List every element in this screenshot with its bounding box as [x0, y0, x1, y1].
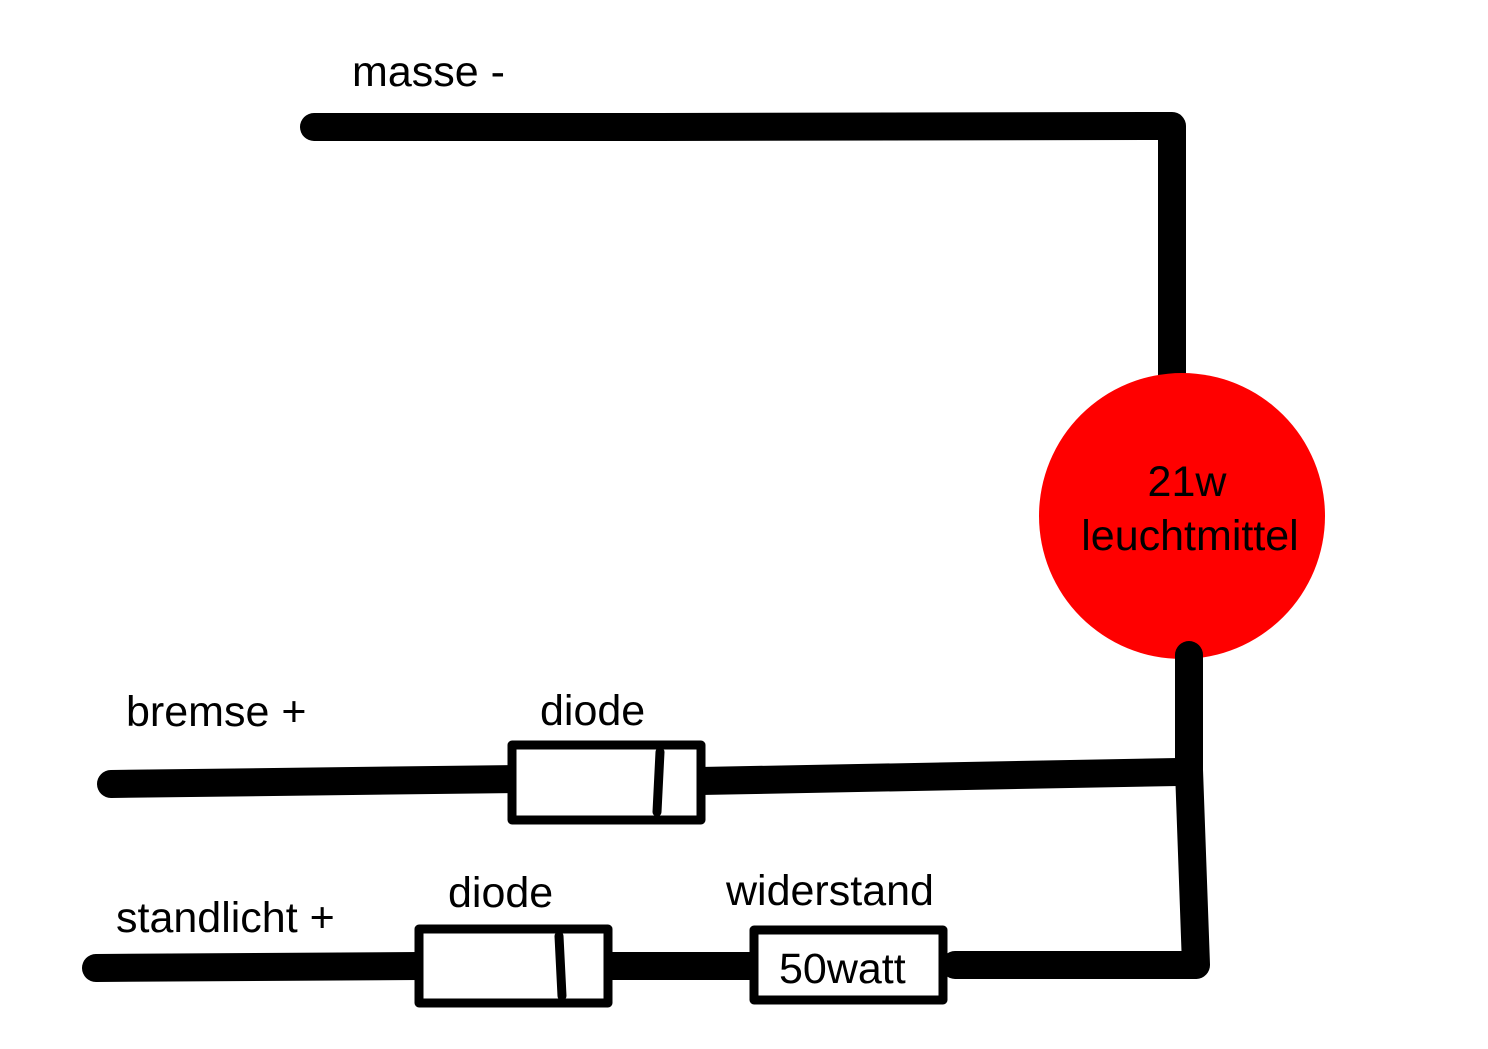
parking-wire-left: [82, 952, 434, 982]
lamp-label-name: leuchtmittel: [1081, 512, 1298, 560]
brake-wire-left: [97, 765, 529, 798]
brake-diode-body: [507, 740, 706, 825]
lamp-symbol: [1039, 373, 1325, 659]
brake-label: bremse +: [126, 688, 306, 736]
resistor-body: [749, 925, 948, 1005]
parking-diode-body: [414, 924, 613, 1008]
brake-wire-right: [686, 758, 1192, 795]
brake-diode-cathode-band: [652, 747, 665, 817]
lamp-return-wire: [941, 641, 1210, 979]
brake-diode-label: diode: [540, 687, 645, 735]
resistor-value-label: 50watt: [779, 945, 906, 993]
lamp-label-wattage: 21w: [1148, 458, 1228, 506]
ground-label: masse -: [352, 48, 505, 96]
parking-diode-label: diode: [448, 869, 553, 917]
resistor-label: widerstand: [725, 867, 934, 915]
parking-diode-cathode-band: [554, 931, 567, 1001]
ground-wire: [300, 112, 1186, 392]
parking-label: standlicht +: [116, 894, 335, 942]
